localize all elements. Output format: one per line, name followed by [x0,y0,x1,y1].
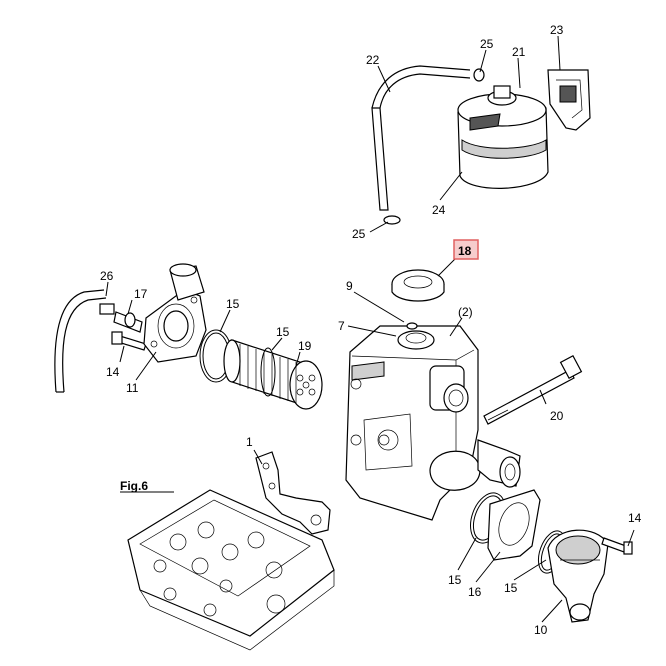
callout-19: 19 [298,339,312,353]
callout-15-c: 15 [448,573,462,587]
bolt-left [111,331,147,351]
callout-17: 17 [134,287,148,301]
hose-clamp-upper [473,68,485,82]
callout-22: 22 [366,53,380,67]
callout-15-d: 15 [504,581,518,595]
water-flange-housing [345,322,521,521]
hose-joint [99,303,143,333]
callout-14-right: 14 [628,511,642,525]
callout-20: 20 [550,409,564,423]
callout-18: 18 [458,244,472,258]
pump-gasket [487,489,541,561]
callout-21: 21 [512,45,526,59]
callout-10: 10 [534,623,548,637]
callout-15-b: 15 [276,325,290,339]
radiator-cap [391,269,445,302]
callout-7: 7 [338,319,345,333]
callout-25-top: 25 [480,37,494,51]
callout-15-a: 15 [226,297,240,311]
bypass-hose [54,289,107,393]
callout-16: 16 [468,585,482,599]
callout-14-left: 14 [106,365,120,379]
leader-lines [105,35,635,623]
reserve-tank-hose [371,65,471,211]
callout-1: 1 [246,435,253,449]
cylinder-head [127,489,335,651]
callout-24: 24 [432,203,446,217]
highlighted-callout-18[interactable]: 18 [453,239,479,260]
reserve-tank [457,85,549,189]
bolt-lower-right [601,537,633,555]
water-pump-cover [547,529,609,623]
figure-reference[interactable]: Fig.6 [120,479,148,493]
o-ring-filter [260,347,276,397]
callout-11: 11 [126,381,139,395]
callout-23: 23 [550,23,564,37]
head-gasket [255,451,331,535]
callout-26: 26 [100,269,114,283]
water-outlet-flange [143,263,207,363]
callout-2: (2) [458,305,473,319]
long-bolt [483,354,583,425]
callout-9: 9 [346,279,353,293]
tank-bracket [547,69,591,131]
strainer-filter [223,339,323,410]
callout-25-mid: 25 [352,227,366,241]
